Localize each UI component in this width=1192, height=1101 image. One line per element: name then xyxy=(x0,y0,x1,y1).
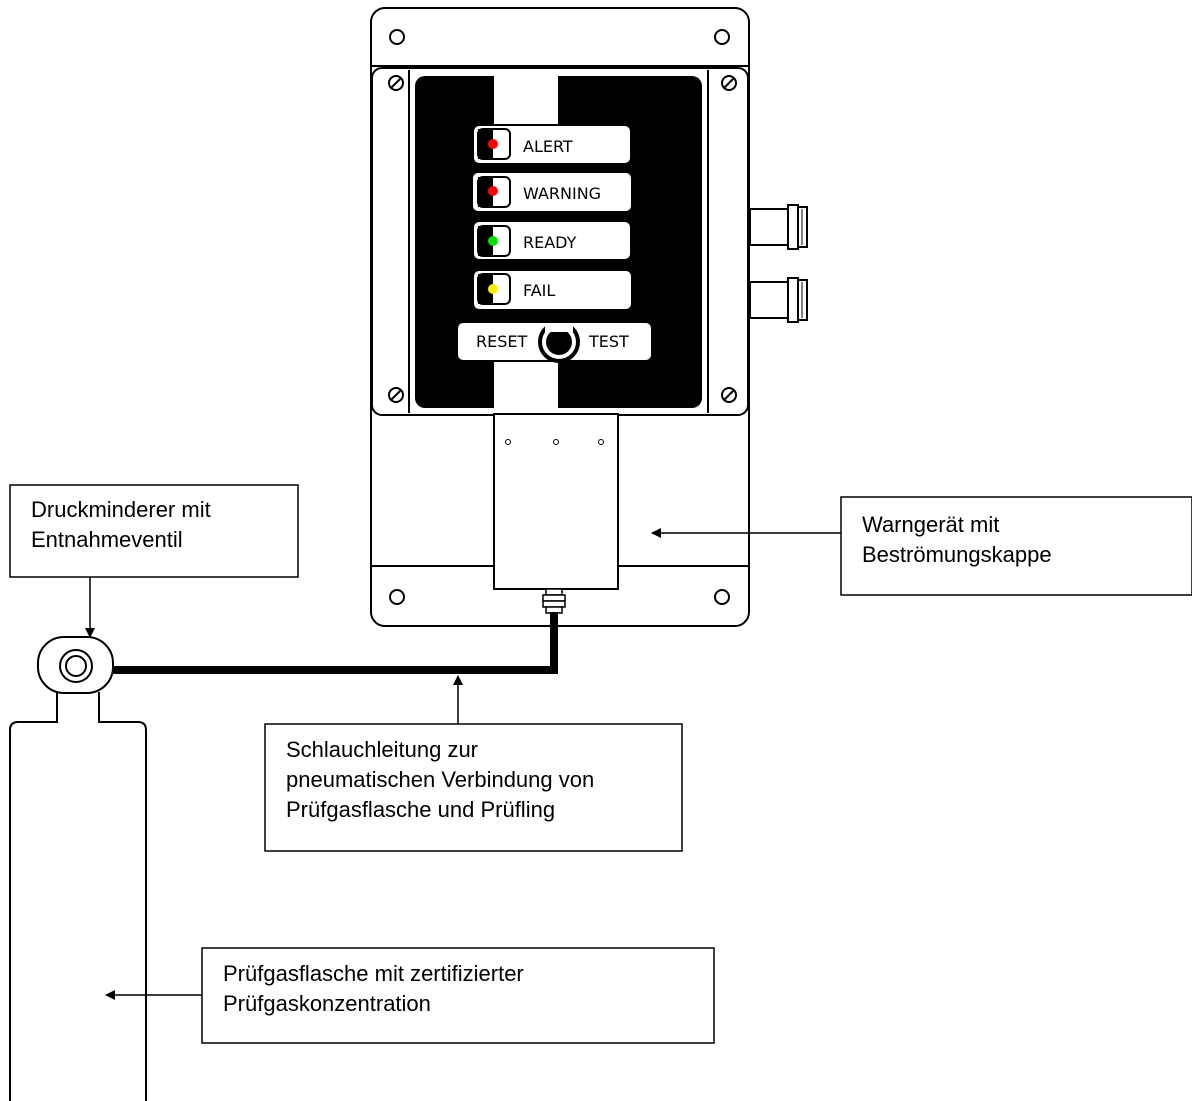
reset-test-switch: RESET TEST xyxy=(458,321,651,363)
screw-icon xyxy=(388,387,404,403)
indicator-fail: FAIL xyxy=(474,271,631,309)
callout-cylinder-line-1: Prüfgasflasche mit zertifizierter xyxy=(223,961,524,986)
screw-icon xyxy=(388,75,404,91)
callout-cylinder-line-2: Prüfgaskonzentration xyxy=(223,991,431,1016)
fail-led-icon xyxy=(488,284,498,294)
reset-label: RESET xyxy=(476,332,527,351)
callout-pressure-reducer-line-2: Entnahmeventil xyxy=(31,527,183,552)
fail-label: FAIL xyxy=(523,281,555,300)
indicator-alert: ALERT xyxy=(474,126,630,163)
mounting-hole-icon xyxy=(714,29,730,45)
alert-label: ALERT xyxy=(523,137,573,156)
screw-icon xyxy=(721,387,737,403)
ready-led-icon xyxy=(488,236,498,246)
screw-icon xyxy=(721,75,737,91)
callout-hose-line-3: Prüfgasflasche und Prüfling xyxy=(286,797,555,822)
warning-led-icon xyxy=(488,186,498,196)
cap-vent-icon xyxy=(505,439,511,445)
callout-warning-device-line-1: Warngerät mit xyxy=(862,512,999,537)
callout-hose: Schlauchleitung zur pneumatischen Verbin… xyxy=(264,675,683,852)
cap-vent-icon xyxy=(553,439,559,445)
callout-warning-device: Warngerät mit Beströmungskappe xyxy=(651,496,1192,596)
mounting-hole-icon xyxy=(389,589,405,605)
cable-gland-icon xyxy=(749,204,808,250)
callout-warning-device-line-2: Beströmungskappe xyxy=(862,542,1052,567)
indicator-warning: WARNING xyxy=(473,173,631,211)
test-label: TEST xyxy=(588,332,629,351)
mounting-hole-icon xyxy=(714,589,730,605)
hose-fitting-icon xyxy=(542,588,566,614)
indicator-ready: READY xyxy=(474,222,630,259)
gas-cylinder xyxy=(9,636,147,1101)
callout-cylinder: Prüfgasflasche mit zertifizierter Prüfga… xyxy=(105,947,715,1044)
callout-pressure-reducer: Druckminderer mit Entnahmeventil xyxy=(9,484,299,638)
warning-device: ALERT WARNING READY FAIL RESET TE xyxy=(370,7,808,627)
callout-hose-line-2: pneumatischen Verbindung von xyxy=(286,767,594,792)
callout-pressure-reducer-line-1: Druckminderer mit xyxy=(31,497,211,522)
callout-hose-line-1: Schlauchleitung zur xyxy=(286,737,478,762)
mounting-hole-icon xyxy=(389,29,405,45)
alert-led-icon xyxy=(488,139,498,149)
panel-top-strip xyxy=(494,76,558,124)
ready-label: READY xyxy=(523,233,577,252)
cable-gland-icon xyxy=(749,277,808,323)
panel-bottom-strip xyxy=(494,362,558,408)
cap-vent-icon xyxy=(598,439,604,445)
hose-line xyxy=(106,612,558,674)
warning-label: WARNING xyxy=(523,184,601,203)
cylinder-body xyxy=(9,692,147,1101)
